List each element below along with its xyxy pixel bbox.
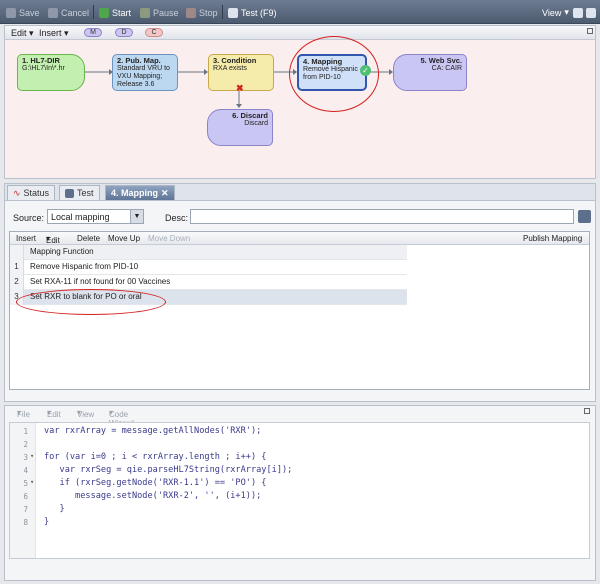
move-down-button[interactable]: Move Down — [148, 234, 191, 243]
grid-toolbar: Insert Edit ▾ Delete Move Up Move Down P… — [10, 232, 589, 245]
pause-button[interactable]: Pause — [140, 6, 179, 19]
main-toolbar: Save Cancel Start Pause Stop Test (F9) V… — [0, 0, 600, 24]
code-line: var rxrArray = message.getAllNodes('RXR'… — [44, 426, 262, 436]
code-line: message.setNode('RXR-2', '', (i+1)); — [44, 491, 262, 501]
code-line: var rxrSeg = qie.parseHL7String(rxrArray… — [44, 465, 293, 475]
code-wizard-menu[interactable]: Code Wizard ▾ — [109, 408, 134, 428]
chevron-down-icon: ▼ — [130, 210, 143, 223]
start-button[interactable]: Start — [99, 6, 131, 19]
toolbar-divider — [93, 5, 94, 19]
play-icon — [99, 7, 109, 18]
cancel-icon — [48, 7, 58, 18]
pill-m[interactable]: M — [84, 28, 102, 37]
diagram-insert-menu[interactable]: Insert ▾ — [39, 28, 69, 38]
diagram-toolbar: Edit ▾ Insert ▾ M D C — [5, 26, 595, 40]
node-hl7-dir[interactable]: 1. HL7-DIR G:\HL7\In\*.hr — [17, 54, 85, 91]
desc-input[interactable] — [190, 209, 574, 224]
toolbar-divider — [222, 5, 223, 19]
stop-button[interactable]: Stop — [186, 6, 218, 19]
close-icon[interactable]: ✕ — [161, 187, 169, 198]
highlight-ellipse — [289, 36, 379, 112]
edit-menu[interactable]: Edit ▾ — [47, 408, 61, 419]
pill-c[interactable]: C — [145, 28, 163, 37]
code-line: } — [44, 517, 50, 527]
view-menu[interactable]: View ▾ — [77, 408, 95, 419]
mapping-grid: Insert Edit ▾ Delete Move Up Move Down P… — [9, 231, 590, 390]
fold-icon[interactable]: ▾ — [30, 478, 35, 486]
chevron-down-icon: ▾ — [564, 7, 569, 17]
tab-status[interactable]: ∿Status — [7, 185, 56, 200]
node-web-svc[interactable]: 5. Web Svc. CA: CAIR — [393, 54, 467, 91]
diagram-panel: Edit ▾ Insert ▾ M D C 1. HL7-DIR G:\HL7\… — [4, 25, 596, 179]
desc-label: Desc: — [165, 213, 189, 223]
insert-button[interactable]: Insert — [16, 234, 37, 243]
delete-button[interactable]: Delete — [77, 234, 101, 243]
node-discard[interactable]: 6. Discard Discard — [207, 109, 273, 146]
line-gutter — [10, 423, 36, 558]
table-row[interactable]: 1 Remove Hispanic from PID-10 — [10, 260, 407, 275]
test-icon — [65, 188, 74, 198]
source-select[interactable]: Local mapping ▼ — [47, 209, 144, 224]
tab-mapping[interactable]: 4. Mapping✕ — [105, 185, 175, 200]
tab-test[interactable]: Test — [59, 185, 100, 200]
publish-mapping-button[interactable]: Publish Mapping — [523, 234, 583, 243]
tab-bar: ∿Status Test 4. Mapping✕ — [4, 183, 596, 200]
pill-d[interactable]: D — [115, 28, 133, 37]
highlight-ellipse — [16, 289, 166, 315]
file-menu[interactable]: File ▾ — [17, 408, 30, 419]
window-buttons[interactable] — [573, 6, 596, 19]
maximize-icon — [586, 7, 596, 18]
node-condition[interactable]: 3. Condition RXA exists — [208, 54, 274, 91]
maximize-panel-icon[interactable] — [587, 28, 593, 34]
table-row[interactable]: 2 Set RXA-11 if not found for 00 Vaccine… — [10, 275, 407, 290]
false-branch-icon: ✖ — [236, 83, 244, 93]
grid-header: Mapping Function — [10, 245, 407, 260]
pulse-icon: ∿ — [13, 187, 21, 198]
pause-icon — [140, 7, 150, 18]
test-icon — [228, 7, 238, 18]
restore-icon — [573, 7, 583, 18]
stop-icon — [186, 7, 196, 18]
source-label: Source: — [13, 213, 45, 223]
code-area[interactable]: 1 var rxrArray = message.getAllNodes('RX… — [9, 422, 590, 559]
diagram-edit-menu[interactable]: Edit ▾ — [11, 28, 34, 38]
cancel-button[interactable]: Cancel — [48, 6, 89, 19]
fold-icon[interactable]: ▾ — [30, 452, 35, 460]
save-icon — [6, 7, 16, 18]
view-menu[interactable]: View▾ — [542, 7, 569, 18]
maximize-panel-icon[interactable] — [584, 408, 590, 414]
edit-menu[interactable]: Edit ▾ — [46, 234, 60, 245]
code-line: } — [44, 504, 65, 514]
node-pub-map[interactable]: 2. Pub. Map. Standard VRU to VXU Mapping… — [112, 54, 178, 91]
code-line: for (var i=0 ; i < rxrArray.length ; i++… — [44, 452, 267, 462]
desc-action-icon[interactable] — [578, 210, 591, 223]
move-up-button[interactable]: Move Up — [108, 234, 141, 243]
save-button[interactable]: Save — [6, 6, 40, 19]
test-button[interactable]: Test (F9) — [228, 6, 277, 19]
editor-toolbar: File ▾ Edit ▾ View ▾ Code Wizard ▾ — [5, 406, 595, 428]
code-line: if (rxrSeg.getNode('RXR-1.1') == 'PO') { — [44, 478, 267, 488]
